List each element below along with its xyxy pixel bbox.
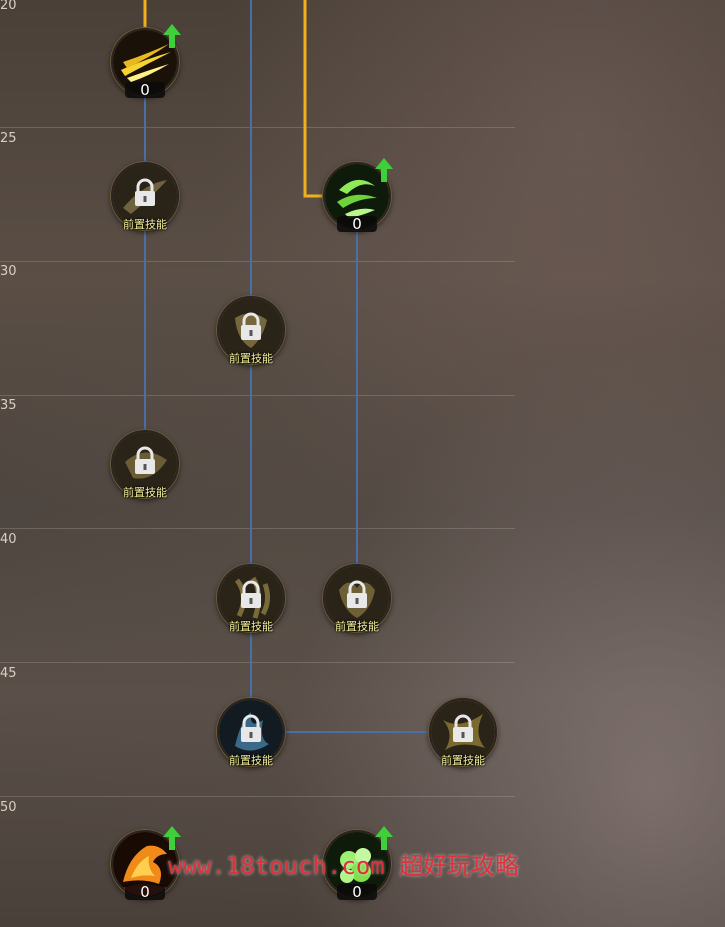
row-divider xyxy=(0,127,515,128)
skill-points: 0 xyxy=(337,884,377,900)
prerequisite-label: 前置技能 xyxy=(229,754,273,767)
skill-node-lv40-col2[interactable]: 前置技能 xyxy=(217,564,285,633)
level-label-45: 45 xyxy=(0,666,17,681)
prerequisite-label: 前置技能 xyxy=(229,352,273,365)
skill-node-lv25-col1[interactable]: 前置技能 xyxy=(111,162,179,231)
upgrade-arrow-icon xyxy=(375,826,393,850)
level-label-40: 40 xyxy=(0,532,17,547)
row-divider xyxy=(0,662,515,663)
skill-node-lv20-col1[interactable]: 0 xyxy=(111,24,181,98)
skill-points: 0 xyxy=(125,884,165,900)
skill-node-lv35-col1[interactable]: 前置技能 xyxy=(111,430,179,499)
row-divider xyxy=(0,796,515,797)
prerequisite-label: 前置技能 xyxy=(123,486,167,499)
prerequisite-label: 前置技能 xyxy=(441,754,485,767)
prerequisite-label: 前置技能 xyxy=(335,620,379,633)
skill-node-lv45-col2[interactable]: 前置技能 xyxy=(217,698,285,767)
lock-icon xyxy=(241,714,261,742)
level-label-25: 25 xyxy=(0,131,17,146)
skill-points: 0 xyxy=(337,216,377,232)
skill-node-lv25-col3[interactable]: 0 xyxy=(323,158,393,232)
upgrade-arrow-icon xyxy=(163,24,181,48)
prerequisite-label: 前置技能 xyxy=(229,620,273,633)
upgrade-arrow-icon xyxy=(163,826,181,850)
lock-icon xyxy=(241,580,261,608)
skill-node-lv50-col3[interactable]: 0 xyxy=(323,826,393,900)
yellow-slash-icon xyxy=(111,28,179,96)
green-swirl-icon xyxy=(323,162,391,230)
level-label-20: 20 xyxy=(0,0,17,13)
level-label-35: 35 xyxy=(0,398,17,413)
watermark-text: www.18touch.com 超好玩攻略 xyxy=(168,852,520,880)
lock-icon xyxy=(135,446,155,474)
green-burst-icon xyxy=(323,830,391,898)
row-divider xyxy=(0,395,515,396)
lock-icon xyxy=(347,580,367,608)
upgrade-arrow-icon xyxy=(375,158,393,182)
lock-icon xyxy=(135,178,155,206)
level-label-30: 30 xyxy=(0,264,17,279)
skill-node-lv40-col3[interactable]: 前置技能 xyxy=(323,564,391,633)
skill-node-lv30-col2[interactable]: 前置技能 xyxy=(217,296,285,365)
lock-icon xyxy=(453,714,473,742)
row-divider xyxy=(0,528,515,529)
skill-node-lv45-col4[interactable]: 前置技能 xyxy=(429,698,497,767)
level-label-50: 50 xyxy=(0,800,17,815)
skill-points: 0 xyxy=(125,82,165,98)
lock-icon xyxy=(241,312,261,340)
prerequisite-label: 前置技能 xyxy=(123,218,167,231)
row-divider xyxy=(0,261,515,262)
skill-node-lv50-col1[interactable]: 0 xyxy=(111,826,181,900)
